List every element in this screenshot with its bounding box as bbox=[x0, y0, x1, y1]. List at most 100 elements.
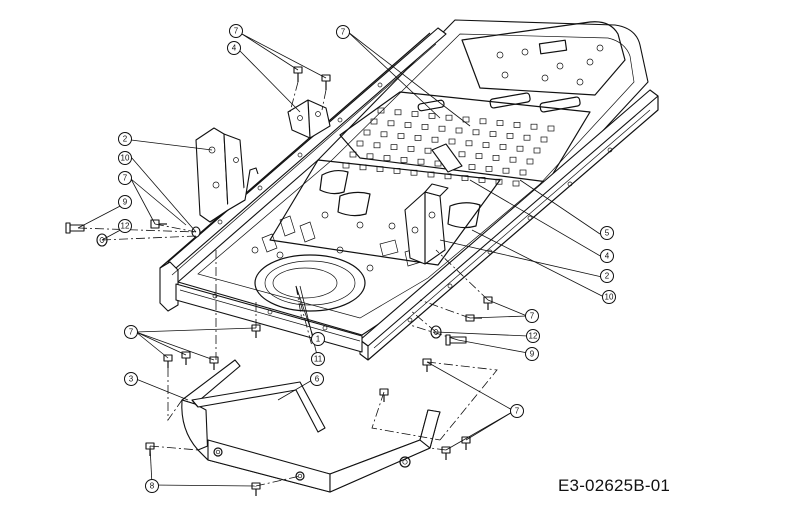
svg-text:4: 4 bbox=[605, 252, 610, 261]
svg-text:12: 12 bbox=[121, 222, 130, 231]
perforation-hole bbox=[404, 122, 412, 128]
perforation-hole bbox=[397, 133, 405, 139]
perforation-hole bbox=[421, 124, 429, 130]
perforation-hole bbox=[363, 129, 371, 136]
callout-7-top-right: 7 bbox=[336, 25, 350, 39]
perforation-hole bbox=[390, 144, 398, 150]
perforation-hole bbox=[377, 107, 385, 114]
bracket-top bbox=[287, 99, 331, 139]
svg-text:6: 6 bbox=[315, 375, 320, 384]
drawing-code: E3-02625B-01 bbox=[558, 476, 671, 495]
callout-3-left: 3 bbox=[124, 372, 138, 386]
perforation-hole bbox=[472, 129, 480, 136]
svg-text:1: 1 bbox=[316, 335, 321, 344]
callout-10-right: 10 bbox=[602, 290, 616, 304]
leader-lines bbox=[77, 31, 605, 487]
perforation-hole bbox=[475, 153, 483, 159]
perforation-hole bbox=[349, 151, 357, 158]
perforation-hole bbox=[387, 120, 395, 127]
perforation-hole bbox=[506, 133, 514, 139]
perforation-hole bbox=[394, 109, 402, 116]
callout-2-right: 2 bbox=[600, 269, 614, 283]
perforation-hole bbox=[516, 145, 524, 152]
perforation-hole bbox=[513, 122, 521, 128]
svg-text:3: 3 bbox=[129, 375, 134, 384]
perforation-hole bbox=[455, 127, 463, 134]
perforation-hole bbox=[485, 166, 493, 172]
perforation-hole bbox=[424, 147, 432, 154]
assembly-lines bbox=[77, 81, 498, 487]
perforation-hole bbox=[373, 142, 381, 149]
perforation-hole bbox=[356, 140, 364, 147]
svg-text:12: 12 bbox=[529, 332, 538, 341]
svg-text:9: 9 bbox=[123, 198, 128, 207]
callout-10-left: 10 bbox=[118, 151, 132, 165]
perforation-hole bbox=[383, 155, 391, 161]
callout-7-top-left: 7 bbox=[229, 24, 243, 38]
perforation-hole bbox=[468, 164, 476, 170]
perforation-hole bbox=[380, 131, 388, 138]
perforation-hole bbox=[489, 131, 497, 137]
perforation-hole bbox=[434, 160, 442, 167]
perforation-hole bbox=[526, 158, 534, 165]
perforation-hole bbox=[547, 125, 555, 132]
callout-7-left: 7 bbox=[118, 171, 132, 185]
perforation-hole bbox=[445, 114, 453, 121]
perforation-hole bbox=[411, 111, 419, 117]
perforation-hole bbox=[407, 146, 415, 152]
perforation-hole bbox=[431, 136, 439, 143]
callout-12-left: 12 bbox=[118, 219, 132, 233]
svg-text:5: 5 bbox=[605, 229, 610, 238]
svg-text:11: 11 bbox=[314, 355, 323, 364]
perforation-hole bbox=[492, 155, 500, 161]
perforation-hole bbox=[533, 147, 541, 154]
svg-text:7: 7 bbox=[129, 328, 134, 337]
svg-text:4: 4 bbox=[232, 44, 237, 53]
callout-12-right: 12 bbox=[526, 329, 540, 343]
perforation-hole bbox=[519, 169, 527, 176]
callout-1-center: 1 bbox=[311, 332, 325, 346]
perforation-hole bbox=[458, 151, 466, 158]
front-bumper bbox=[181, 359, 441, 493]
perforation-hole bbox=[540, 136, 548, 143]
svg-text:2: 2 bbox=[605, 272, 610, 281]
perforation-hole bbox=[448, 138, 456, 145]
callout-6-center: 6 bbox=[310, 372, 324, 386]
svg-text:7: 7 bbox=[341, 28, 346, 37]
callout-2-left: 2 bbox=[118, 132, 132, 146]
svg-text:7: 7 bbox=[530, 312, 535, 321]
svg-text:10: 10 bbox=[121, 154, 130, 163]
callout-8-bottom: 8 bbox=[145, 479, 159, 493]
callout-5-right: 5 bbox=[600, 226, 614, 240]
perforation-hole bbox=[512, 180, 520, 187]
svg-text:7: 7 bbox=[515, 407, 520, 416]
svg-text:10: 10 bbox=[605, 293, 614, 302]
svg-text:7: 7 bbox=[123, 174, 128, 183]
perforation-hole bbox=[465, 140, 473, 147]
callout-9-right: 9 bbox=[525, 347, 539, 361]
bracket-right bbox=[404, 143, 463, 265]
callout-4-right: 4 bbox=[600, 249, 614, 263]
perforation-hole bbox=[400, 157, 408, 163]
perforation-hole bbox=[509, 156, 517, 163]
perforation-hole bbox=[462, 116, 470, 123]
callout-11-center: 11 bbox=[311, 352, 325, 366]
perforation-hole bbox=[499, 144, 507, 150]
svg-text:8: 8 bbox=[150, 482, 155, 491]
perforation-hole bbox=[482, 142, 490, 148]
perforation-hole bbox=[366, 153, 374, 160]
callout-7-lower-left: 7 bbox=[124, 325, 138, 339]
callout-4-top: 4 bbox=[227, 41, 241, 55]
perforation-hole bbox=[428, 113, 436, 119]
perforation-hole bbox=[496, 120, 504, 126]
perforation-hole bbox=[417, 158, 425, 165]
callout-7-right-mid: 7 bbox=[525, 309, 539, 323]
bracket-left bbox=[195, 127, 259, 223]
perforation-hole bbox=[370, 118, 378, 125]
perforation-hole bbox=[478, 177, 486, 183]
callout-7-lower-right: 7 bbox=[510, 404, 524, 418]
perforation-hole bbox=[523, 134, 531, 141]
svg-text:2: 2 bbox=[123, 135, 128, 144]
perforation-hole bbox=[438, 125, 446, 132]
